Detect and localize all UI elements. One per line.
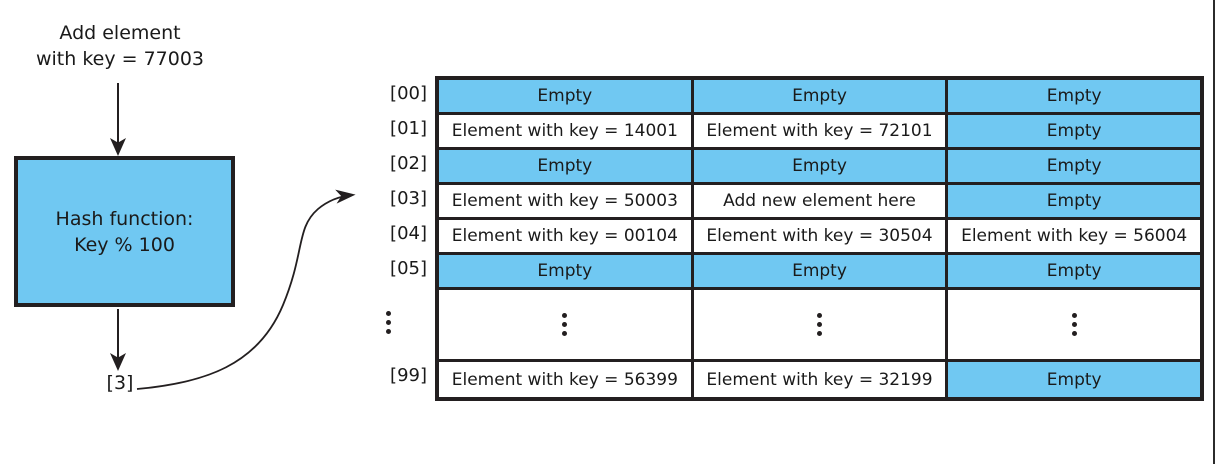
table-cell[interactable]: Element with key = 56399 [439, 362, 694, 397]
row-index-00: [00] [390, 83, 427, 104]
dot-icon [562, 331, 568, 336]
table-row: Empty Empty Empty [439, 255, 1201, 290]
table-cell[interactable]: Empty [948, 115, 1201, 150]
table-row: Element with key = 50003 Add new element… [439, 185, 1201, 220]
table-cell[interactable]: Empty [693, 255, 949, 290]
vertical-ellipsis-icon [693, 290, 949, 362]
page-edge-rule [1213, 0, 1215, 464]
table-cell[interactable]: Element with key = 14001 [439, 115, 694, 150]
row-index-ellipsis-icon [365, 286, 427, 358]
row-index-99: [99] [390, 365, 427, 386]
table-cell[interactable]: Empty [948, 80, 1201, 115]
hash-function-box: Hash function: Key % 100 [14, 156, 235, 307]
hash-table: Empty Empty Empty Element with key = 140… [435, 76, 1204, 401]
dot-icon [385, 310, 391, 316]
dot-icon [817, 322, 822, 327]
hash-function-label-line1: Hash function: [55, 207, 194, 230]
dot-icon [817, 313, 822, 318]
dot-icon [1071, 331, 1077, 336]
table-cell[interactable]: Element with key = 00104 [439, 220, 694, 255]
row-index-03: [03] [390, 188, 427, 209]
vertical-ellipsis-icon [439, 290, 694, 362]
table-row: Element with key = 14001 Element with ke… [439, 115, 1201, 150]
table-row: Element with key = 56399 Element with ke… [439, 362, 1201, 397]
table-cell[interactable]: Empty [948, 255, 1201, 290]
table-cell[interactable]: Empty [439, 150, 694, 185]
table-cell[interactable]: Empty [439, 80, 694, 115]
row-index-label-column: [00] [01] [02] [03] [04] [05] [99] [365, 76, 427, 393]
table-cell[interactable]: Element with key = 72101 [693, 115, 949, 150]
table-cell[interactable]: Empty [693, 80, 949, 115]
table-cell[interactable]: Element with key = 50003 [439, 185, 694, 220]
table-cell[interactable]: Empty [439, 255, 694, 290]
hash-function-label-line2: Key % 100 [74, 233, 175, 256]
table-cell[interactable]: Empty [948, 362, 1201, 397]
table-row: Empty Empty Empty [439, 80, 1201, 115]
dot-icon [562, 322, 568, 327]
table-cell-add-new-element[interactable]: Add new element here [693, 185, 949, 220]
vertical-ellipsis-icon [948, 290, 1201, 362]
table-cell[interactable]: Empty [948, 185, 1201, 220]
dot-icon [562, 313, 568, 318]
table-cell[interactable]: Element with key = 30504 [693, 220, 949, 255]
dot-icon [1071, 313, 1077, 318]
table-row: Element with key = 00104 Element with ke… [439, 220, 1201, 255]
table-cell[interactable]: Empty [693, 150, 949, 185]
add-element-caption: Add element with key = 77003 [35, 22, 205, 70]
dot-icon [385, 319, 391, 325]
hash-output-index-label: [3] [106, 372, 134, 394]
dot-icon [817, 331, 822, 336]
row-index-04: [04] [390, 223, 427, 244]
row-index-01: [01] [390, 118, 427, 139]
table-cell[interactable]: Empty [948, 150, 1201, 185]
table-cell[interactable]: Element with key = 32199 [693, 362, 949, 397]
dot-icon [1071, 322, 1077, 327]
row-index-02: [02] [390, 153, 427, 174]
row-index-05: [05] [390, 258, 427, 279]
table-row: Empty Empty Empty [439, 150, 1201, 185]
dot-icon [385, 328, 391, 334]
table-row-ellipsis [439, 290, 1201, 362]
table-cell[interactable]: Element with key = 56004 [948, 220, 1201, 255]
